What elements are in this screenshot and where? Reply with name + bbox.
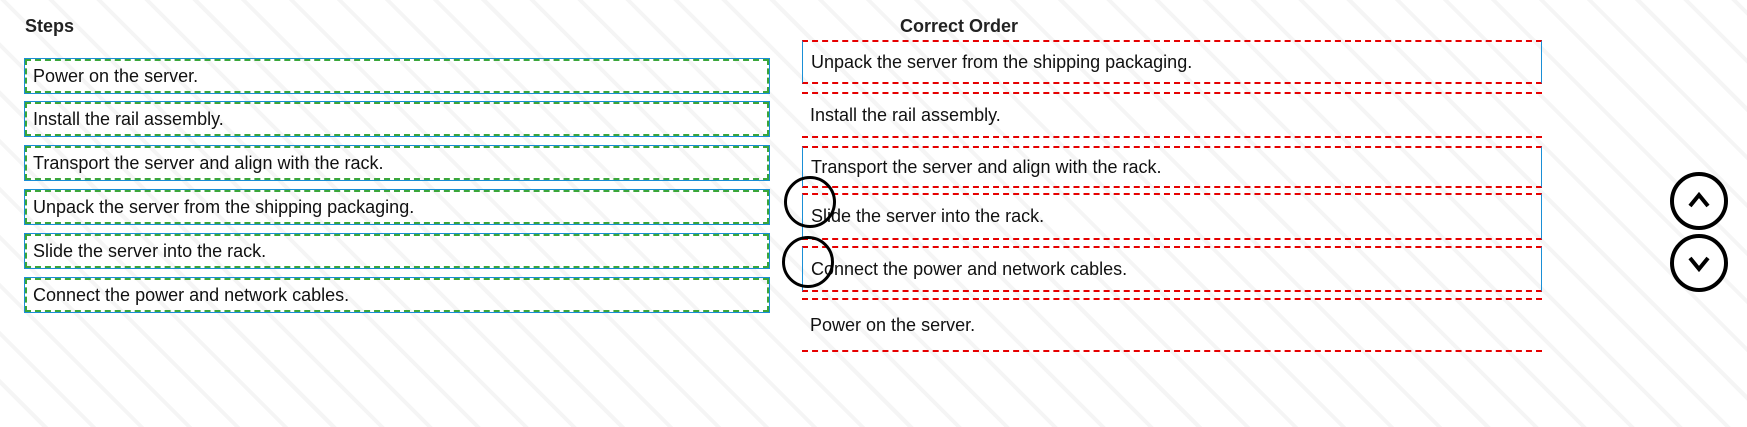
- step-item[interactable]: Connect the power and network cables.: [24, 277, 770, 313]
- correct-order-heading: Correct Order: [900, 16, 1019, 36]
- step-item[interactable]: Transport the server and align with the …: [24, 145, 770, 181]
- chevron-down-icon: [1688, 256, 1710, 273]
- answer-item[interactable]: Transport the server and align with the …: [802, 146, 1542, 188]
- answer-item[interactable]: Unpack the server from the shipping pack…: [802, 40, 1542, 84]
- move-right-circle-icon[interactable]: [784, 176, 836, 228]
- step-item[interactable]: Unpack the server from the shipping pack…: [24, 189, 770, 225]
- steps-heading: Steps: [25, 16, 75, 36]
- answer-item[interactable]: Power on the server.: [802, 298, 1542, 352]
- move-up-button[interactable]: [1670, 172, 1728, 230]
- answer-item[interactable]: Slide the server into the rack.: [802, 193, 1542, 240]
- step-item[interactable]: Slide the server into the rack.: [24, 233, 770, 269]
- step-item[interactable]: Install the rail assembly.: [24, 101, 770, 137]
- chevron-up-icon: [1688, 191, 1710, 208]
- move-down-button[interactable]: [1670, 234, 1728, 292]
- step-item[interactable]: Power on the server.: [24, 58, 770, 94]
- answer-item[interactable]: Install the rail assembly.: [802, 92, 1542, 138]
- answer-item[interactable]: Connect the power and network cables.: [802, 246, 1542, 292]
- move-left-circle-icon[interactable]: [782, 236, 834, 288]
